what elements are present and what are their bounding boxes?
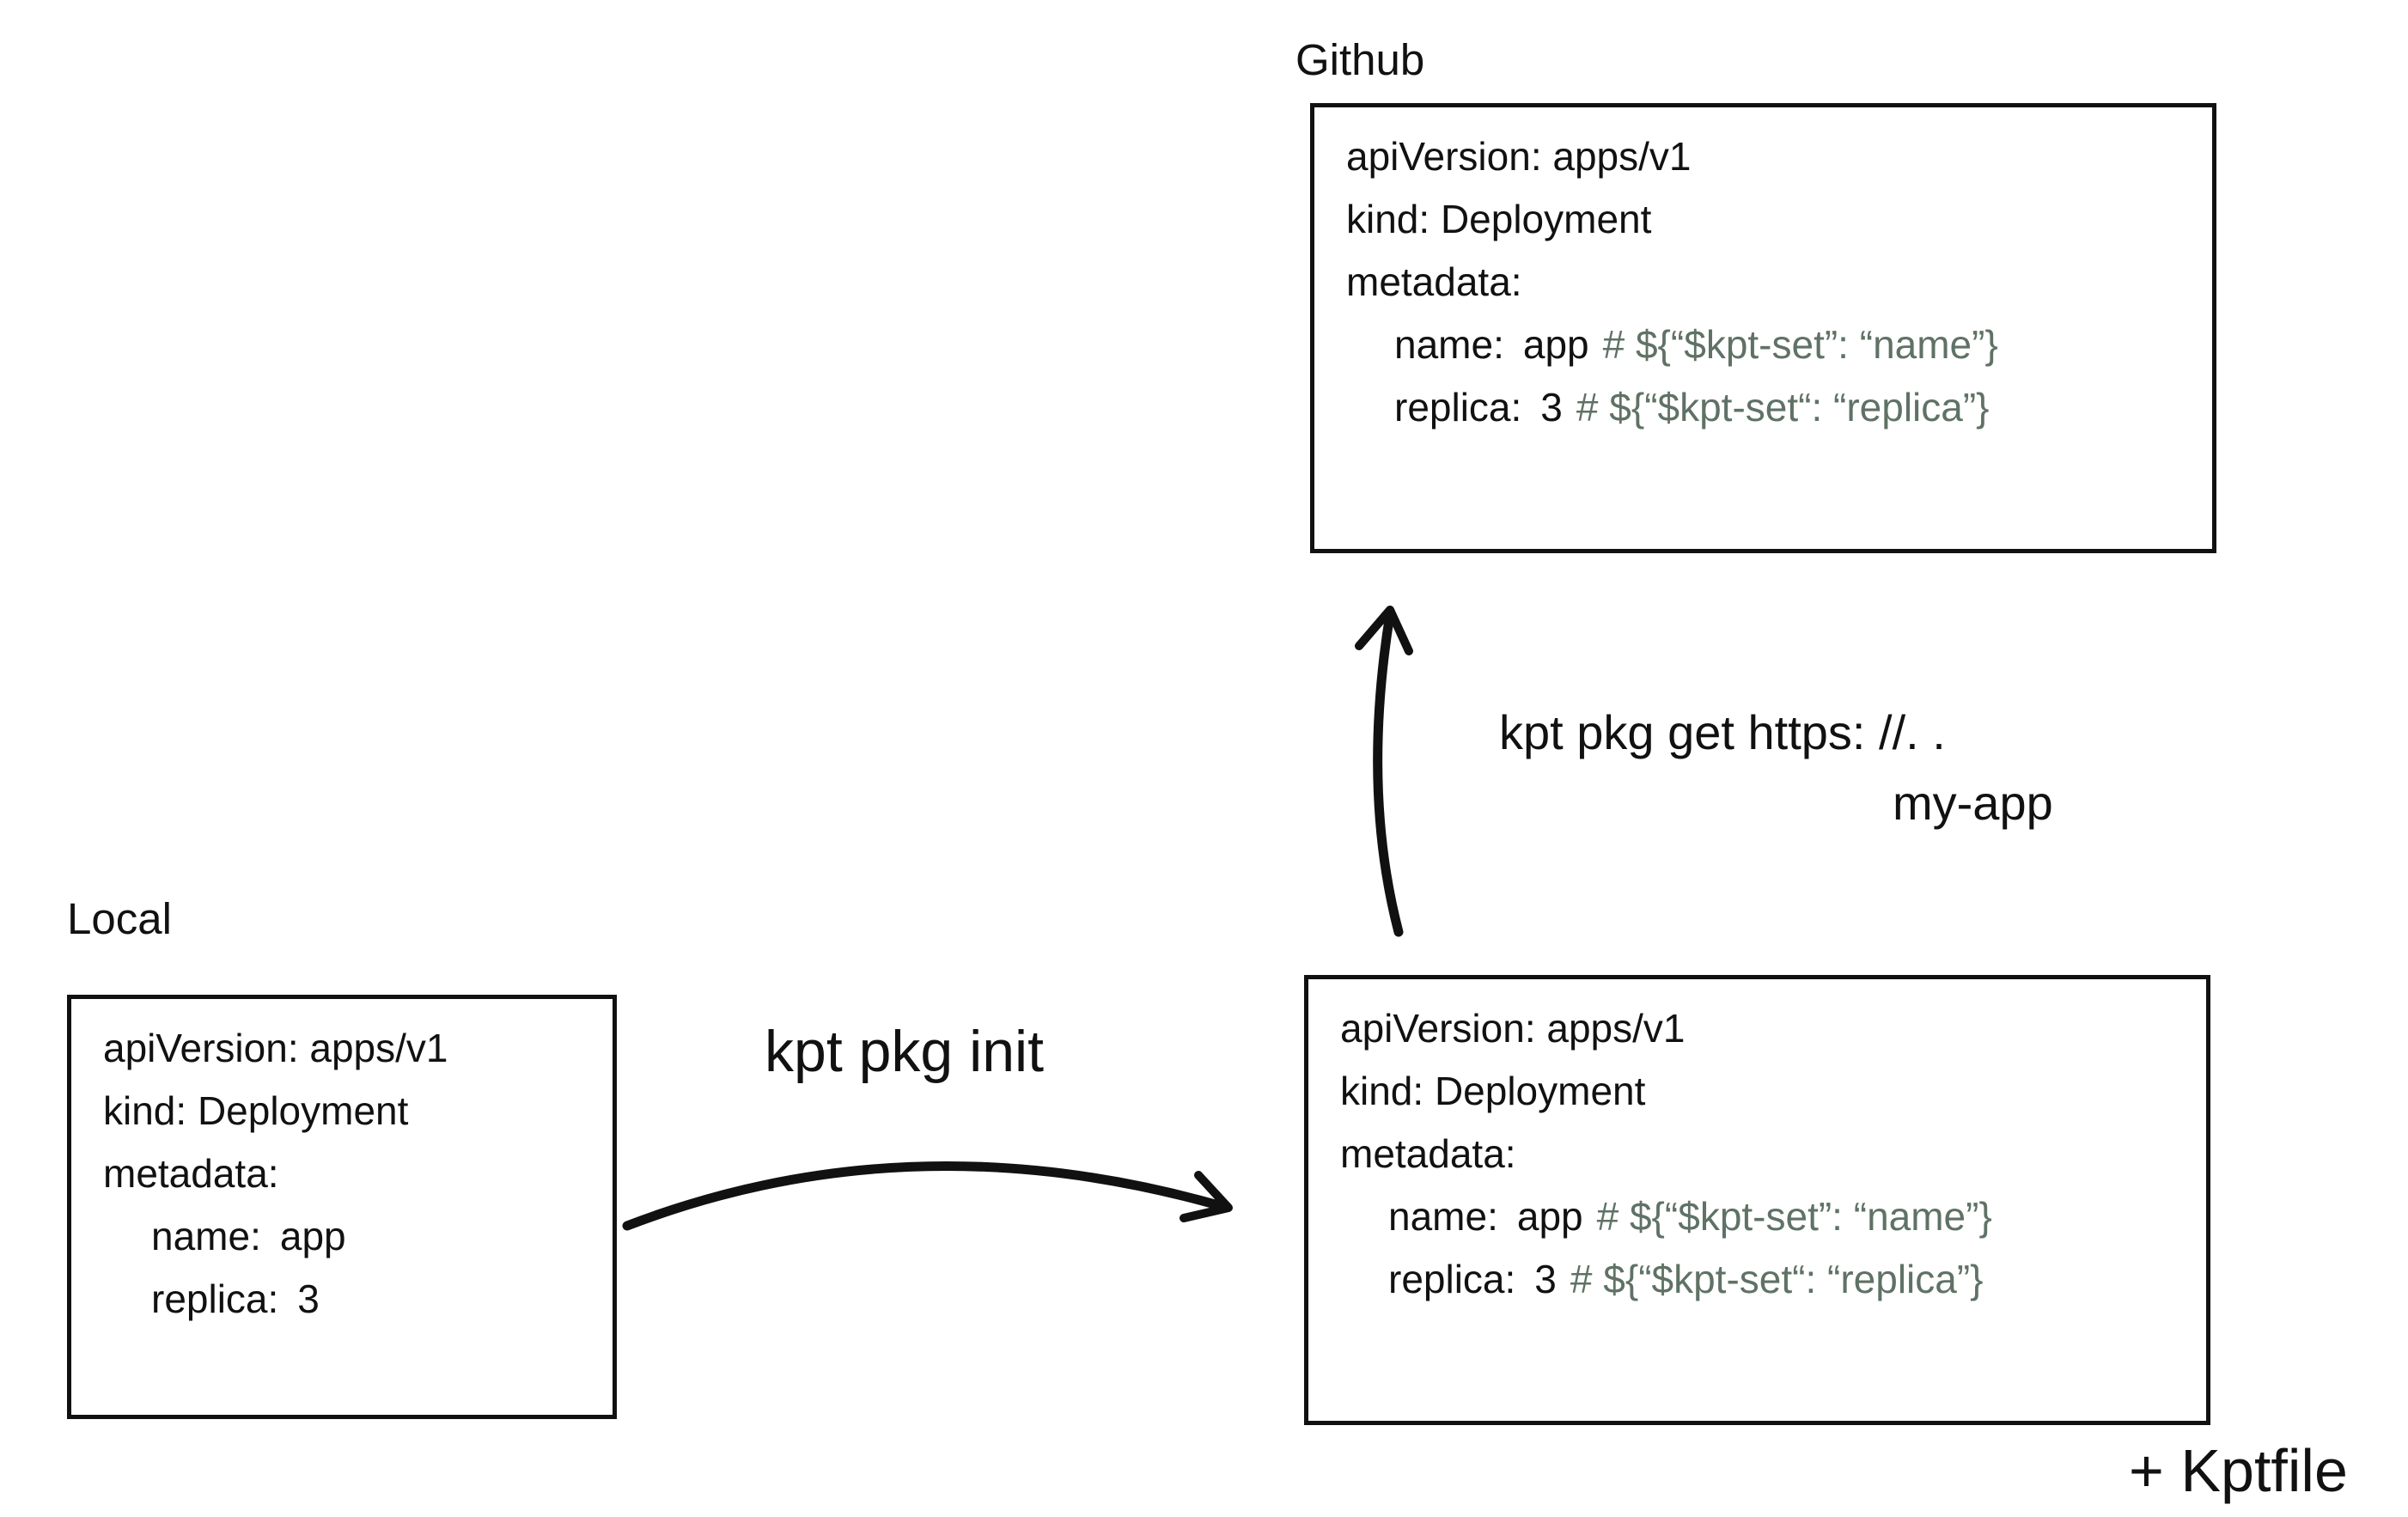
init-name-value: app xyxy=(1516,1194,1583,1239)
init-replica-value: 3 xyxy=(1534,1257,1557,1301)
init-name-line: name: app # ${“$kpt-set”: “name”} xyxy=(1388,1193,1992,1240)
github-kind: kind: Deployment xyxy=(1346,197,1652,241)
kpt-pkg-init-label: kpt pkg init xyxy=(765,1019,1045,1084)
local-title: Local xyxy=(67,894,172,943)
github-name-key: name: xyxy=(1394,322,1504,367)
github-replica-setter-comment: # ${“$kpt-set“: “replica”} xyxy=(1576,385,1990,430)
local-api-version: apiVersion: apps/v1 xyxy=(103,1026,448,1070)
init-name-key: name: xyxy=(1388,1194,1498,1239)
local-replica-line: replica: 3 xyxy=(151,1276,320,1322)
my-app-label: my-app xyxy=(1893,776,2053,830)
init-name-setter-comment: # ${“$kpt-set”: “name”} xyxy=(1596,1194,1992,1239)
init-replica-setter-comment: # ${“$kpt-set“: “replica”} xyxy=(1570,1257,1984,1301)
local-name-line: name: app xyxy=(151,1213,346,1259)
local-replica-key: replica: xyxy=(151,1276,279,1321)
init-kind: kind: Deployment xyxy=(1340,1069,1646,1113)
init-replica-line: replica: 3 # ${“$kpt-set“: “replica”} xyxy=(1388,1256,1984,1302)
init-arrow-shaft xyxy=(622,1161,1229,1231)
github-name-line: name: app # ${“$kpt-set”: “name”} xyxy=(1394,321,1998,368)
init-replica-key: replica: xyxy=(1388,1257,1516,1301)
init-arrow xyxy=(622,1161,1233,1231)
local-name-value: app xyxy=(279,1214,346,1258)
kptfile-label: + Kptfile xyxy=(2129,1437,2348,1504)
local-replica-value: 3 xyxy=(297,1276,320,1321)
github-name-value: app xyxy=(1522,322,1589,367)
github-api-version: apiVersion: apps/v1 xyxy=(1346,134,1692,179)
local-name-key: name: xyxy=(151,1214,261,1258)
get-arrow-head xyxy=(1355,606,1413,655)
init-metadata: metadata: xyxy=(1340,1131,1516,1176)
github-metadata: metadata: xyxy=(1346,259,1522,304)
github-replica-value: 3 xyxy=(1540,385,1563,430)
init-arrow-head xyxy=(1180,1171,1233,1222)
init-api-version: apiVersion: apps/v1 xyxy=(1340,1006,1686,1051)
github-title: Github xyxy=(1295,35,1425,84)
github-replica-line: replica: 3 # ${“$kpt-set“: “replica”} xyxy=(1394,384,1990,430)
github-name-setter-comment: # ${“$kpt-set”: “name”} xyxy=(1602,322,1998,367)
get-arrow-shaft xyxy=(1373,609,1404,937)
github-replica-key: replica: xyxy=(1394,385,1522,430)
initialized-manifest-box: apiVersion: apps/v1 kind: Deployment met… xyxy=(1304,975,2210,1425)
kpt-pkg-get-label: kpt pkg get https: //. . xyxy=(1499,705,1946,759)
local-kind: kind: Deployment xyxy=(103,1088,409,1133)
get-arrow xyxy=(1355,606,1413,937)
github-manifest-box: apiVersion: apps/v1 kind: Deployment met… xyxy=(1310,103,2216,553)
local-manifest-box: apiVersion: apps/v1 kind: Deployment met… xyxy=(67,995,617,1419)
local-metadata: metadata: xyxy=(103,1151,279,1196)
